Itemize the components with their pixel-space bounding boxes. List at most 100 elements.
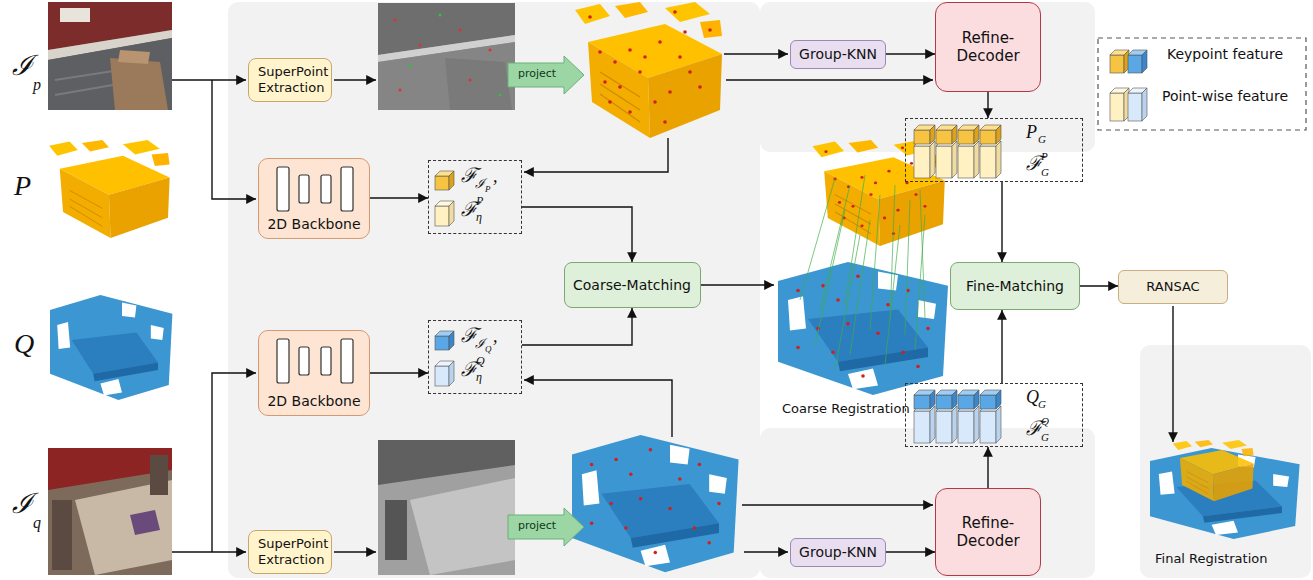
keypoint-dot [394,19,397,22]
feature-cuboid [435,361,454,366]
legend-box [1128,55,1142,73]
node-label: Refine-Decoder [945,29,1031,65]
flow-arrow [1001,310,1002,383]
keypoint-dot [399,89,402,92]
registration-image [1173,440,1254,501]
feature-cuboid [958,390,979,409]
point-cloud [588,10,712,124]
flow-arrow [987,92,988,118]
flow-line [172,551,246,552]
math-symbol: ℱ [461,199,477,219]
knn-box: Group-KNN [790,40,886,69]
flow-line [172,54,1173,552]
registration-image [778,262,948,395]
flow-line [212,373,256,552]
flow-arrow [522,308,632,345]
feature-cuboid [435,336,449,350]
background-panel [228,2,760,578]
feature-icon [906,119,1084,183]
feature-cuboid [958,125,979,144]
feature-cuboid [435,206,449,226]
matching-box: Fine-Matching [950,262,1080,310]
feature-cuboid [936,125,957,144]
math-symbol: q [33,514,41,532]
feature-cuboid [435,201,454,206]
math-symbol: Q [476,355,485,367]
registration-image [778,140,948,395]
feature-cuboid [914,406,935,411]
project-arrow [508,508,584,546]
feature-icon [429,161,523,235]
flow-arrow [1080,285,1118,286]
feature-cuboid [936,125,957,130]
math-symbol: P [1026,123,1037,141]
feature-cuboid [449,201,454,226]
feature-cuboid [958,125,979,130]
matching-box: Coarse-Matching [564,262,701,308]
node-label: 2D Backbone [267,393,360,410]
background-panel [1140,345,1311,578]
layer-symbol [259,331,371,391]
flow-arrow [522,207,632,262]
feature-cuboid [435,201,454,226]
flow-line [744,551,788,552]
feature-cuboid [914,406,935,443]
math-symbol: Q [485,345,492,354]
annotation: project [510,520,564,533]
feature-cuboid [980,125,1001,144]
math-symbol: G [1038,399,1046,410]
point-cloud [50,295,172,400]
photo [130,510,160,535]
extraction-box: SuperPoint Extraction [248,58,332,102]
decoder-box: Refine-Decoder [935,2,1041,92]
feature-cuboid [914,130,930,144]
feature-cuboid [930,125,935,144]
node-label: SuperPoint Extraction [258,64,322,95]
node-label: Group-KNN [799,544,877,561]
background-panel [760,428,1095,578]
grayscale-image [378,440,515,575]
grayscale-image [385,500,407,560]
feature-cuboid [958,406,979,411]
feature-cuboid [952,406,957,443]
keypoint-dot [439,14,442,17]
flow-line [742,504,933,505]
layer-symbol [277,339,289,383]
keypoint-dot [499,94,502,97]
math-symbol: ℱ [1026,418,1042,438]
project-arrow [508,56,584,546]
feature-cuboid [936,130,952,144]
legend-label: Keypoint feature [1160,46,1290,63]
legend-box [1128,93,1142,121]
node-label: RANSAC [1146,279,1199,295]
extraction-box: SuperPoint Extraction [248,530,332,574]
flow-arrow [886,53,935,54]
registration-image [1150,440,1300,539]
feature-cuboid [958,130,974,144]
feature-cuboid [958,141,979,178]
feature-cuboid [914,390,935,395]
feature-cuboid [958,146,974,178]
background-panel [228,2,1311,578]
photo [48,448,172,575]
flow-line [172,79,246,80]
feature-cuboid [974,125,979,144]
flow-line [212,80,256,199]
keypoint-dot [489,49,492,52]
feature-cuboid [980,130,996,144]
flow-arrow [370,197,428,198]
grayscale-image [378,42,515,110]
feature-cuboid [996,141,1001,178]
feature-cuboid [936,390,957,395]
photo [60,8,90,22]
feature-cuboid [435,331,454,336]
feature-icon [429,321,523,395]
feature-cuboid [958,141,979,146]
feature-cuboid [952,390,957,409]
feature-cuboid [930,390,935,409]
photo [48,448,172,575]
annotation: project [510,68,564,81]
